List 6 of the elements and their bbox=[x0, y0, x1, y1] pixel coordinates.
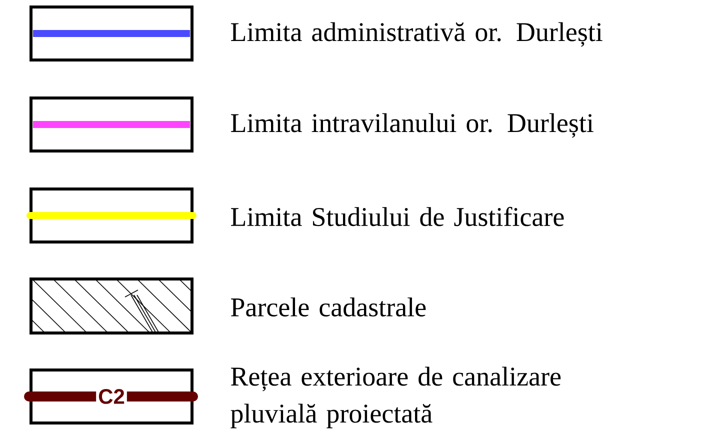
line-label: C2 bbox=[96, 387, 127, 406]
legend-text: Limita intravilanului or. Durlești bbox=[231, 113, 594, 138]
legend-text: Parcele cadastrale bbox=[231, 297, 426, 316]
legend-text: Limita Studiului de Justificare bbox=[231, 206, 564, 226]
legend-text: Limita administrativă or. Durlești bbox=[231, 22, 602, 47]
legend-text: Rețea exterioare de canalizare pluvială proiectată bbox=[230, 366, 561, 428]
